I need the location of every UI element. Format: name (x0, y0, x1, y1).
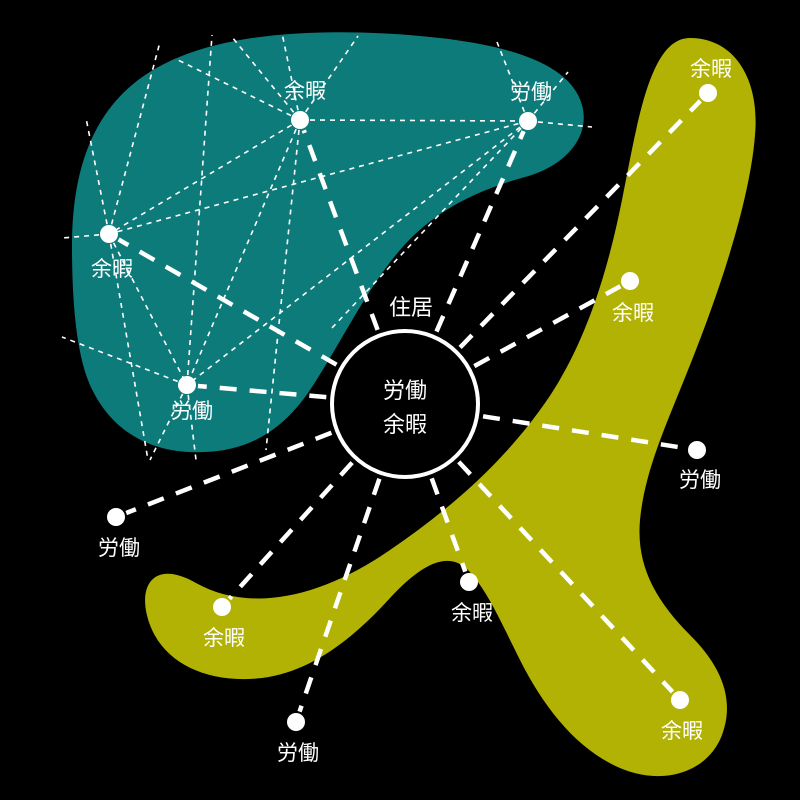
hub-residence-label: 住居 (389, 295, 433, 320)
node-teal-work-topright-label: 労働 (510, 81, 552, 104)
node-work-far-right[interactable]: 労働 (679, 441, 721, 492)
node-olive-leisure-topright-label: 余暇 (690, 58, 732, 81)
node-olive-leisure-bottommid-label: 余暇 (451, 602, 493, 625)
spoke-hub-to-work-far-right[interactable] (482, 414, 687, 451)
node-work-left-outer[interactable]: 労働 (98, 508, 140, 560)
node-olive-leisure-bottomleft-dot[interactable] (213, 598, 231, 616)
spoke-hub-to-olive-leisure-topright[interactable] (458, 99, 702, 349)
node-teal-work-bottom-label: 労働 (171, 400, 213, 423)
mesh-n2-n4 (186, 120, 529, 386)
teal-region (72, 32, 584, 453)
mesh-n3-n4 (108, 233, 188, 386)
mesh-n1-n3 (108, 119, 301, 235)
spoke-hub-to-olive-leisure-bottomright[interactable] (457, 460, 675, 694)
spoke-hub-to-work-left-outer[interactable] (125, 430, 333, 516)
node-teal-leisure-top-label: 余暇 (284, 80, 326, 103)
ray-n4-left (61, 336, 188, 386)
node-olive-leisure-bottomright-label: 余暇 (661, 720, 703, 743)
node-work-far-right-label: 労働 (679, 469, 721, 492)
node-teal-leisure-left-label: 余暇 (91, 258, 133, 281)
spoke-hub-to-teal-leisure-top[interactable] (301, 129, 380, 331)
node-work-left-outer-label: 労働 (98, 537, 140, 560)
node-teal-leisure-top[interactable]: 余暇 (284, 80, 326, 129)
ray-n4-downright (186, 384, 197, 461)
ray-n4-down (149, 384, 188, 461)
node-teal-work-bottom[interactable]: 労働 (171, 376, 213, 423)
node-olive-leisure-right[interactable]: 余暇 (612, 272, 654, 325)
node-work-far-right-dot[interactable] (688, 441, 706, 459)
mesh-edges-layer (61, 32, 593, 461)
node-olive-leisure-right-label: 余暇 (612, 302, 654, 325)
node-olive-leisure-bottomright[interactable]: 余暇 (661, 691, 703, 743)
mesh-n2-n3 (108, 120, 529, 235)
ray-n2-upright (527, 71, 569, 122)
node-olive-leisure-bottommid-dot[interactable] (460, 573, 478, 591)
central-hub-circle[interactable] (330, 329, 480, 479)
ray-n2-downleft (329, 120, 529, 331)
node-olive-leisure-bottomright-dot[interactable] (671, 691, 689, 709)
spoke-hub-to-olive-leisure-bottomleft[interactable] (227, 461, 354, 601)
node-teal-leisure-top-dot[interactable] (291, 111, 309, 129)
node-teal-leisure-left[interactable]: 余暇 (91, 225, 133, 281)
node-work-bottom-outer-label: 労働 (277, 742, 319, 765)
ray-n1-up-right (299, 35, 359, 121)
node-work-bottom-outer[interactable]: 労働 (277, 713, 319, 765)
hub-work-label: 労働 (383, 378, 427, 403)
regions-layer (72, 32, 756, 777)
ray-n3-left (61, 233, 110, 239)
hub-spokes-layer (117, 99, 702, 713)
node-teal-work-topright[interactable]: 労働 (510, 81, 552, 130)
ray-n2-up (496, 41, 529, 122)
central-hub-group[interactable]: 住居 労働 余暇 (330, 295, 480, 479)
ray-n2-right (527, 120, 593, 128)
nodes-layer: 余暇労働余暇労働余暇余暇労働労働余暇余暇労働余暇 (91, 58, 732, 765)
node-olive-leisure-bottommid[interactable]: 余暇 (451, 573, 493, 625)
node-work-bottom-outer-dot[interactable] (287, 713, 305, 731)
spoke-hub-to-teal-work-bottom[interactable] (197, 383, 327, 400)
ray-n1-up-left (231, 36, 301, 121)
node-work-left-outer-dot[interactable] (107, 508, 125, 526)
node-olive-leisure-bottomleft-label: 余暇 (203, 627, 245, 650)
ray-n3-up (108, 41, 161, 235)
node-teal-leisure-left-dot[interactable] (100, 225, 118, 243)
node-olive-leisure-right-dot[interactable] (621, 272, 639, 290)
hub-leisure-label: 余暇 (383, 412, 427, 437)
node-teal-work-topright-dot[interactable] (519, 112, 537, 130)
ray-n4-up (186, 34, 213, 386)
spoke-hub-to-work-bottom-outer[interactable] (297, 478, 382, 713)
ray-n1-left (177, 59, 301, 121)
mesh-n1-n4 (186, 119, 301, 386)
spoke-hub-to-teal-leisure-left[interactable] (117, 237, 338, 367)
node-olive-leisure-bottomleft[interactable]: 余暇 (203, 598, 245, 650)
node-teal-work-bottom-dot[interactable] (178, 376, 196, 394)
ray-n3-down (108, 233, 149, 461)
spoke-hub-to-teal-work-topright[interactable] (434, 130, 526, 333)
ray-n1-up (281, 32, 301, 121)
spoke-hub-to-olive-leisure-bottommid[interactable] (429, 477, 468, 573)
mesh-n1-n2 (299, 119, 529, 122)
node-olive-leisure-topright-dot[interactable] (699, 84, 717, 102)
node-olive-leisure-topright[interactable]: 余暇 (690, 58, 732, 102)
olive-region (145, 38, 756, 777)
